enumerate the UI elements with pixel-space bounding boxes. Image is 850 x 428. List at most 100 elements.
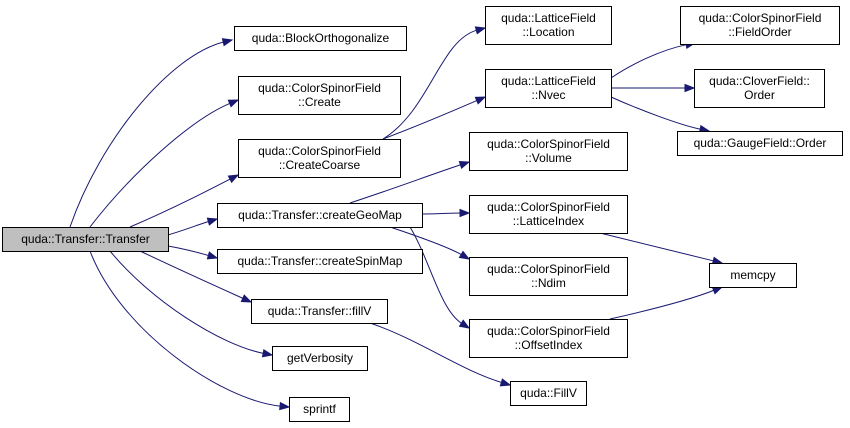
node-creategeomap-box[interactable] (217, 203, 423, 228)
node-csf_create-label-1: ::Create (298, 95, 341, 109)
edge-transfer-to-csf_createcoarse (129, 178, 232, 228)
edge-transfer-to-getverbosity (109, 250, 265, 354)
node-csf_volume-label-0: quda::ColorSpinorField (487, 137, 610, 151)
edge-creategeomap-to-csf_volume (349, 164, 462, 204)
node-blockortho[interactable]: quda::BlockOrthogonalize (234, 26, 407, 51)
edge-transfer-to-blockortho (69, 41, 225, 228)
node-csf_offsetindex-label-1: ::OffsetIndex (515, 338, 583, 352)
node-transfer-label-0: quda::Transfer::Transfer (21, 232, 150, 246)
node-csf_offsetindex-box[interactable] (469, 319, 628, 358)
node-getverbosity[interactable]: getVerbosity (272, 346, 368, 371)
node-gauge_order-label-0: quda::GaugeField::Order (694, 136, 827, 150)
node-creategeomap[interactable]: quda::Transfer::createGeoMap (217, 203, 423, 228)
node-fillv-label-0: quda::Transfer::fillV (268, 304, 372, 318)
node-gauge_order-box[interactable] (677, 131, 843, 156)
node-transfer[interactable]: quda::Transfer::Transfer (2, 227, 169, 252)
node-lf_nvec-box[interactable] (485, 69, 612, 108)
edge-transfer-to-createspinmap (167, 245, 210, 257)
arrowhead-transfer-to-getverbosity (261, 349, 274, 358)
node-csf_volume[interactable]: quda::ColorSpinorField::Volume (469, 132, 628, 171)
node-csf_ndim-label-0: quda::ColorSpinorField (487, 262, 610, 276)
edge-transfer-to-creategeomap (167, 220, 210, 236)
arrowhead-creategeomap-to-csf_ndim (458, 250, 471, 260)
arrowhead-transfer-to-createspinmap (206, 251, 219, 260)
node-csf_latticeindex-label-0: quda::ColorSpinorField (487, 200, 610, 214)
node-fillv[interactable]: quda::Transfer::fillV (251, 299, 388, 324)
node-creategeomap-label-0: quda::Transfer::createGeoMap (238, 208, 402, 222)
node-csf_offsetindex-label-0: quda::ColorSpinorField (487, 324, 610, 338)
node-quda_fillv-box[interactable] (510, 381, 587, 406)
node-csf_latticeindex[interactable]: quda::ColorSpinorField::LatticeIndex (469, 195, 628, 234)
node-csf_createcoarse-box[interactable] (238, 139, 401, 178)
edge-creategeomap-to-csf_latticeindex (421, 212, 462, 215)
node-memcpy[interactable]: memcpy (709, 263, 797, 288)
arrowhead-csf_createcoarse-to-lf_location (474, 26, 487, 35)
edge-csf_createcoarse-to-lf_nvec (382, 99, 478, 140)
node-transfer-box[interactable] (2, 227, 169, 252)
edge-creategeomap-to-csf_ndim (389, 226, 463, 256)
node-quda_fillv[interactable]: quda::FillV (510, 381, 587, 406)
node-gauge_order[interactable]: quda::GaugeField::Order (677, 131, 843, 156)
arrowhead-transfer-to-sprintf (279, 401, 291, 411)
node-csf_latticeindex-box[interactable] (469, 195, 628, 234)
node-getverbosity-label-0: getVerbosity (287, 351, 353, 365)
arrowhead-creategeomap-to-csf_offsetindex (458, 319, 471, 329)
node-sprintf[interactable]: sprintf (289, 397, 350, 422)
node-clover_order-label-0: quda::CloverField:: (709, 74, 810, 88)
node-blockortho-box[interactable] (234, 26, 407, 51)
node-csf_offsetindex[interactable]: quda::ColorSpinorField::OffsetIndex (469, 319, 628, 358)
node-lf_nvec-label-1: ::Nvec (531, 88, 565, 102)
node-createspinmap[interactable]: quda::Transfer::createSpinMap (217, 249, 423, 274)
node-csf_ndim-box[interactable] (469, 257, 628, 296)
arrowhead-transfer-to-creategeomap (206, 217, 219, 226)
node-csf_createcoarse-label-1: ::CreateCoarse (279, 158, 361, 172)
edge-transfer-to-sprintf (89, 250, 282, 407)
node-fillv-box[interactable] (251, 299, 388, 324)
node-csf_fieldorder-label-0: quda::ColorSpinorField (699, 11, 822, 25)
node-csf_volume-label-1: ::Volume (525, 151, 572, 165)
arrowhead-lf_nvec-to-clover_order (684, 83, 696, 93)
node-lf_location-box[interactable] (485, 6, 612, 45)
edge-transfer-to-csf_create (89, 102, 231, 228)
node-blockortho-label-0: quda::BlockOrthogonalize (252, 31, 390, 45)
arrowhead-csf_createcoarse-to-lf_nvec (474, 96, 487, 105)
node-clover_order[interactable]: quda::CloverField::Order (694, 69, 825, 108)
node-clover_order-box[interactable] (694, 69, 825, 108)
node-csf_fieldorder-label-1: ::FieldOrder (728, 25, 791, 39)
node-quda_fillv-label-0: quda::FillV (520, 386, 577, 400)
arrowhead-transfer-to-blockortho (221, 38, 234, 47)
node-lf_nvec[interactable]: quda::LatticeField::Nvec (485, 69, 612, 108)
edge-csf_createcoarse-to-lf_location (382, 29, 478, 140)
edge-lf_nvec-to-gauge_order (610, 96, 702, 130)
edge-csf_offsetindex-to-memcpy (609, 289, 715, 320)
arrowhead-transfer-to-csf_createcoarse (227, 174, 240, 184)
arrowhead-creategeomap-to-csf_volume (458, 160, 471, 170)
node-csf_createcoarse-label-0: quda::ColorSpinorField (258, 144, 381, 158)
node-memcpy-box[interactable] (709, 263, 797, 288)
node-lf_location-label-0: quda::LatticeField (501, 11, 596, 25)
node-csf_fieldorder-box[interactable] (680, 6, 840, 45)
node-lf_nvec-label-0: quda::LatticeField (501, 74, 596, 88)
node-sprintf-box[interactable] (289, 397, 350, 422)
node-csf_latticeindex-label-1: ::LatticeIndex (513, 214, 584, 228)
node-createspinmap-box[interactable] (217, 249, 423, 274)
arrowhead-transfer-to-csf_create (227, 99, 240, 108)
edge-lf_nvec-to-csf_fieldorder (610, 44, 688, 79)
node-csf_ndim[interactable]: quda::ColorSpinorField::Ndim (469, 257, 628, 296)
node-csf_create-label-0: quda::ColorSpinorField (258, 81, 381, 95)
node-csf_volume-box[interactable] (469, 132, 628, 171)
node-getverbosity-box[interactable] (272, 346, 368, 371)
call-graph-nodes: quda::Transfer::Transfer quda::BlockOrtho… (2, 6, 843, 422)
node-csf_create[interactable]: quda::ColorSpinorField::Create (238, 76, 401, 115)
arrowhead-transfer-to-fillv (240, 294, 253, 303)
arrowhead-fillv-to-quda_fillv (499, 378, 512, 387)
node-lf_location-label-1: ::Location (522, 25, 574, 39)
node-csf_create-box[interactable] (238, 76, 401, 115)
arrowhead-creategeomap-to-csf_latticeindex (459, 208, 471, 218)
node-csf_fieldorder[interactable]: quda::ColorSpinorField::FieldOrder (680, 6, 840, 45)
node-lf_location[interactable]: quda::LatticeField::Location (485, 6, 612, 45)
node-sprintf-label-0: sprintf (303, 402, 336, 416)
node-csf_createcoarse[interactable]: quda::ColorSpinorField::CreateCoarse (238, 139, 401, 178)
edge-fillv-to-quda_fillv (369, 322, 503, 384)
